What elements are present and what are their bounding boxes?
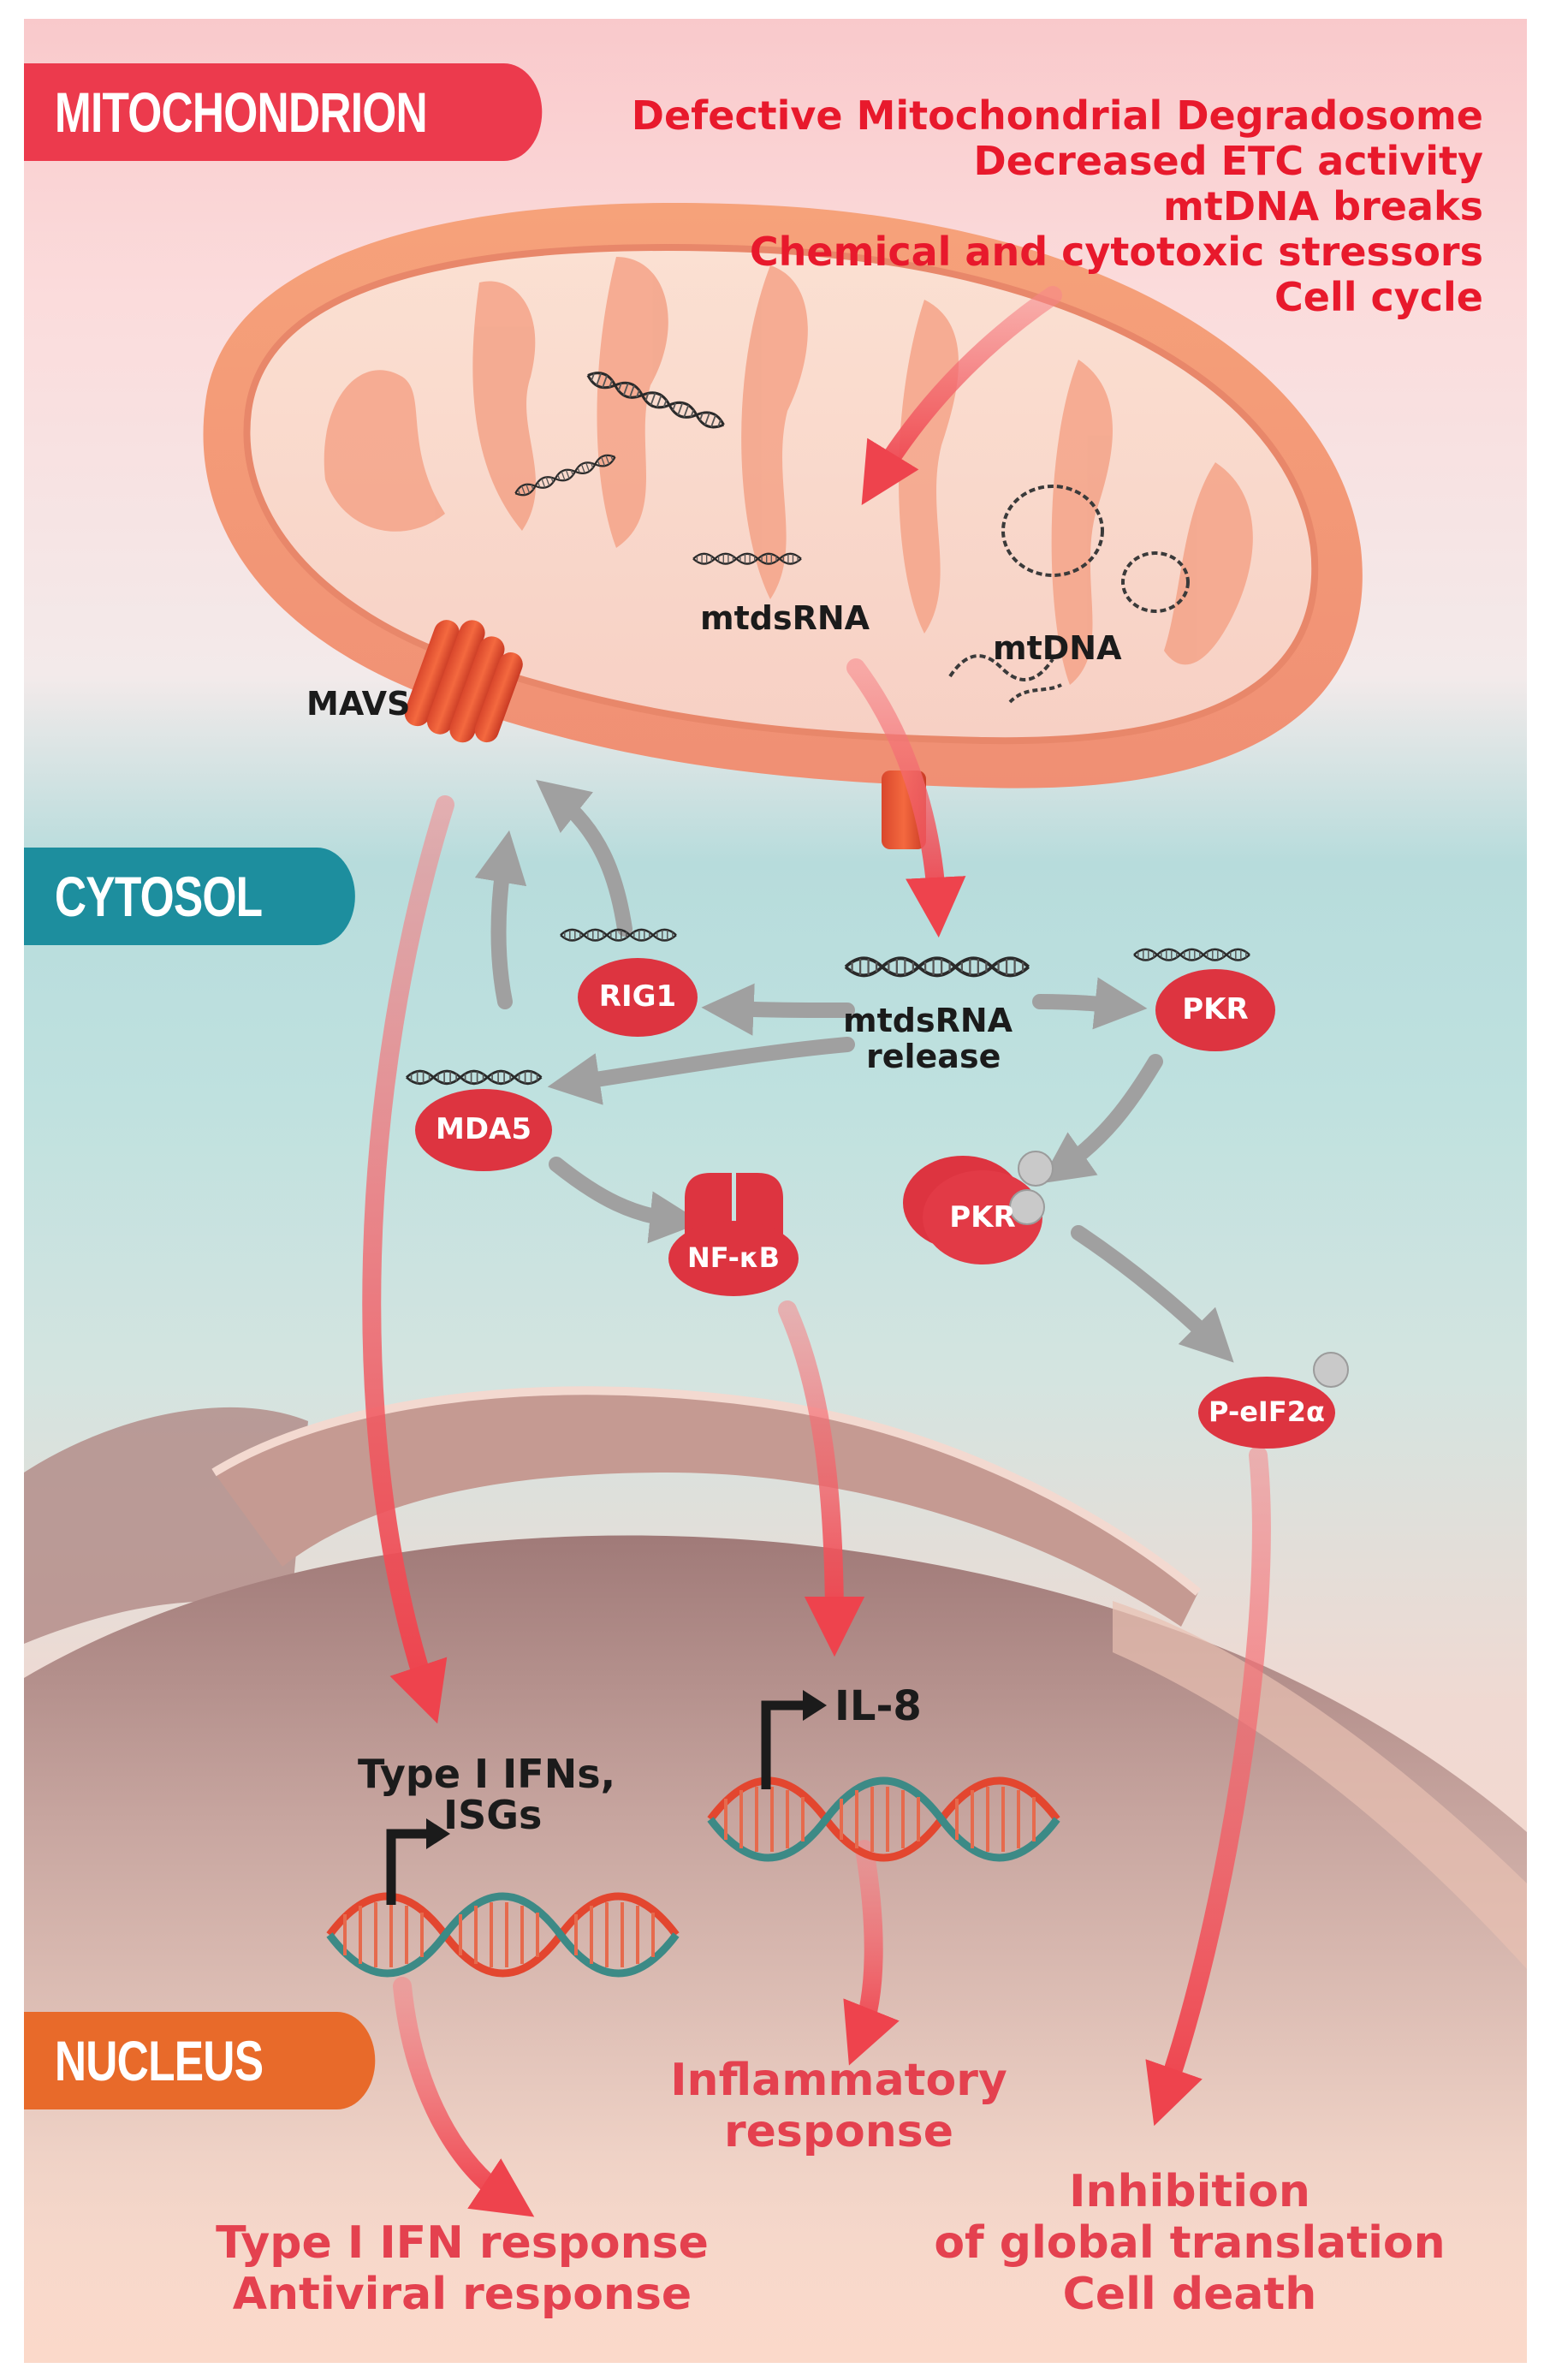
outcome-translation-line3: Cell death: [1062, 2269, 1317, 2320]
mtdsrna-label: mtdsRNA: [700, 599, 870, 637]
stressor-mtdna-breaks: mtDNA breaks: [1162, 183, 1483, 229]
nfkb-label: NF-κB: [686, 1241, 781, 1274]
pkr-dimer-label: PKR: [949, 1200, 1016, 1235]
peif2a-label: P-eIF2α: [1209, 1395, 1325, 1428]
mavs-channel-icon: [404, 620, 523, 743]
mtdna-label: mtDNA: [993, 629, 1122, 667]
transcription-start-arrows: [386, 1700, 805, 1905]
grey-pathway-arrows: [474, 779, 1234, 1363]
nucleus-shape: [24, 1386, 1527, 2363]
il8-label: IL-8: [834, 1682, 922, 1730]
release-label-line2: release: [866, 1038, 1001, 1075]
red-pathway-arrows: [362, 286, 1271, 2217]
section-nucleus-label: NUCLEUS: [24, 2012, 376, 2109]
outcome-inflammatory-line1: Inflammatory: [670, 2055, 1007, 2106]
stressor-etc-activity: Decreased ETC activity: [973, 138, 1483, 184]
outcome-inflammatory-line2: response: [723, 2106, 954, 2157]
section-nucleus-text: NUCLEUS: [54, 2029, 264, 2092]
transcription-arrowheads: [426, 1690, 827, 1849]
release-label-line1: mtdsRNA: [843, 1002, 1013, 1039]
ifn-label-line2: ISGs: [443, 1792, 543, 1838]
outcome-translation-line1: Inhibition: [1069, 2166, 1310, 2217]
stressor-degradosome: Defective Mitochondrial Degradosome: [631, 92, 1483, 139]
outcome-ifn-line2: Antiviral response: [232, 2269, 692, 2320]
section-cytosol-text: CYTOSOL: [54, 865, 263, 928]
pkr-label: PKR: [1182, 992, 1249, 1026]
section-mitochondrion-label: MITOCHONDRION: [24, 63, 543, 161]
phospho-group-icons: [1009, 1151, 1349, 1388]
mavs-label: MAVS: [306, 685, 411, 723]
outcome-ifn-line1: Type I IFN response: [216, 2217, 709, 2269]
ifn-label-line1: Type I IFNs,: [358, 1751, 616, 1797]
stressor-cell-cycle: Cell cycle: [1274, 274, 1483, 320]
section-mitochondrion-text: MITOCHONDRION: [54, 80, 428, 144]
mda5-label: MDA5: [435, 1112, 532, 1146]
stressor-chemical-cytotoxic: Chemical and cytotoxic stressors: [749, 229, 1483, 275]
outcome-translation-line2: of global translation: [934, 2217, 1446, 2269]
rig1-label: RIG1: [598, 979, 677, 1014]
section-cytosol-label: CYTOSOL: [24, 848, 355, 945]
protein-shapes: [415, 958, 1335, 1449]
